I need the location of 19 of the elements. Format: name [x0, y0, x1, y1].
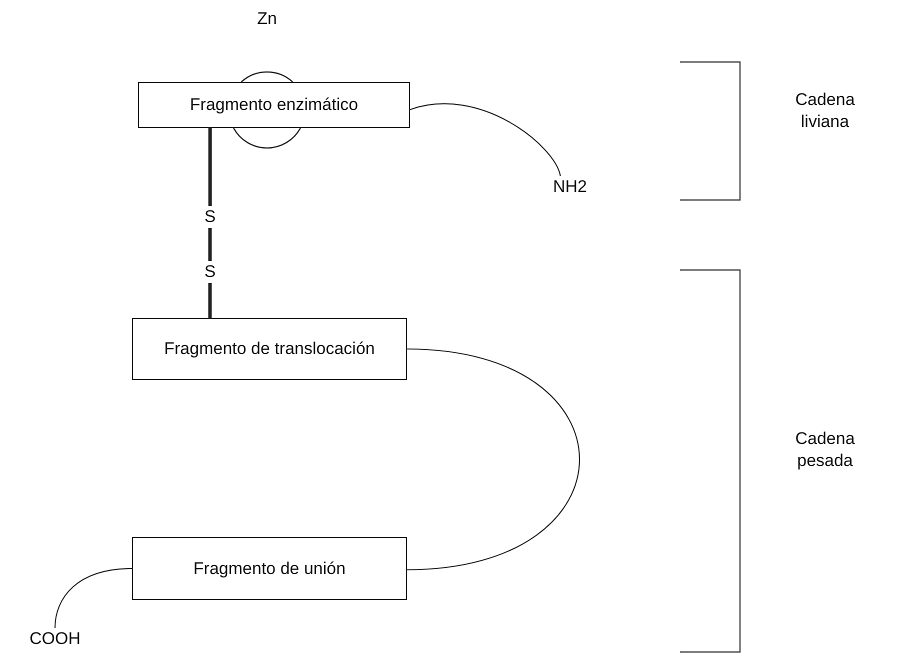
- sulfur-label: S: [201, 261, 219, 283]
- terminal-label: NH2: [546, 176, 594, 198]
- chain-line: [410, 103, 561, 176]
- sulfur-label: S: [201, 206, 219, 228]
- disulfide-bond: [208, 128, 212, 206]
- chain-label: Cadena pesada: [794, 428, 856, 472]
- chain-line: [54, 568, 132, 628]
- fragment-name: Fragmento enzimático: [190, 95, 358, 115]
- fragment-box: [138, 82, 410, 128]
- chain-line: [406, 348, 580, 570]
- fragment-box: [132, 318, 407, 380]
- zinc-label: Zn: [256, 8, 278, 30]
- fragment-name: Fragmento de unión: [193, 558, 346, 578]
- disulfide-bond: [208, 228, 212, 261]
- chain-label: Cadena liviana: [794, 89, 856, 134]
- terminal-label: COOH: [22, 628, 88, 650]
- disulfide-bond: [208, 283, 212, 318]
- fragment-name: Fragmento de translocación: [164, 339, 375, 359]
- fragment-box: [132, 537, 407, 600]
